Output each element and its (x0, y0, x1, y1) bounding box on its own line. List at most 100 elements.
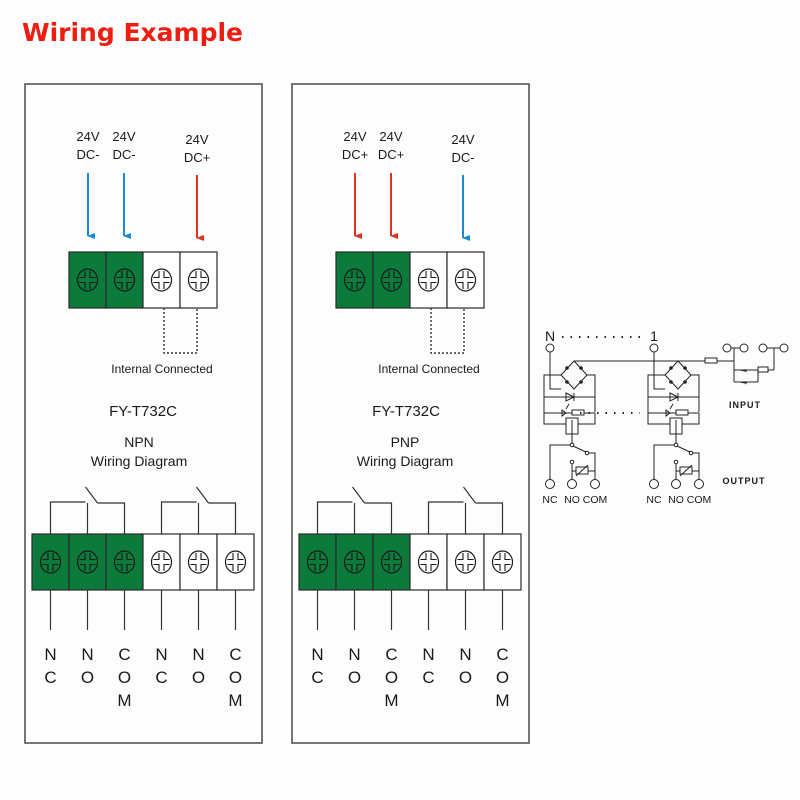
relay-contact-line (427, 501, 464, 545)
output-terminal (335, 533, 374, 591)
contact-point (688, 450, 694, 456)
wire (693, 452, 700, 480)
wire (572, 445, 587, 453)
output-terminal (179, 533, 218, 591)
output-terminal-label: M (228, 691, 242, 710)
output-contact-icon (694, 479, 704, 489)
screw-icon (150, 268, 173, 292)
output-terminal-label: O (385, 668, 398, 687)
output-terminal-label: O (229, 668, 242, 687)
input-terminal (142, 251, 181, 309)
diode-icon (669, 392, 680, 402)
screw-icon (150, 550, 173, 574)
screw-icon (343, 268, 366, 292)
output-terminal-label: C (118, 645, 130, 664)
channel-terminal-icon (545, 343, 555, 353)
input-terminal-icon (739, 343, 749, 353)
internal-connection-line (430, 308, 465, 354)
internal-connected-label: Internal Connected (111, 362, 212, 376)
wire (653, 352, 665, 390)
screw-icon (454, 268, 477, 292)
contact-label: NC (646, 494, 662, 506)
wire (578, 413, 596, 425)
relay-contact-line (364, 502, 393, 545)
wire (653, 444, 674, 480)
supply-label-line2: DC+ (342, 147, 368, 162)
supply-label-line2: DC+ (378, 147, 404, 162)
diode-mark (683, 380, 687, 384)
internal-connected-label: Internal Connected (378, 362, 479, 376)
led-icon: ⇥ (741, 368, 747, 375)
model-label: FY-T732C (109, 403, 177, 420)
relay-contact-line (196, 486, 209, 504)
diode-mark (669, 366, 673, 370)
screw-icon (454, 550, 477, 574)
output-terminal-label: C (311, 668, 323, 687)
output-terminal-label: C (385, 645, 397, 664)
input-terminal-icon (722, 343, 732, 353)
wire (647, 397, 673, 425)
relay-contact-line (49, 501, 86, 545)
input-terminal (335, 251, 374, 309)
output-contact-icon (590, 479, 600, 489)
resistor-icon (757, 366, 769, 373)
type-label: PNP (391, 434, 420, 450)
contact-label: NO (564, 494, 580, 506)
output-label: OUTPUT (723, 476, 766, 486)
output-terminal (31, 533, 70, 591)
contact-pivot (569, 442, 575, 448)
wire (682, 413, 700, 425)
resistor-icon (675, 409, 689, 416)
wire (549, 352, 561, 390)
output-terminal (105, 533, 144, 591)
output-terminal-label: N (44, 645, 56, 664)
bridge-rectifier-icon (664, 360, 692, 390)
led-icon (665, 403, 674, 417)
supply-label-line2: DC- (112, 147, 135, 162)
screw-icon (380, 550, 403, 574)
screw-icon (187, 550, 210, 574)
input-terminal (68, 251, 107, 309)
output-terminal-label: O (118, 668, 131, 687)
contact-pivot (673, 442, 679, 448)
output-terminal-label: O (81, 668, 94, 687)
diode-mark (683, 366, 687, 370)
input-terminal (372, 251, 411, 309)
diode-mark (565, 380, 569, 384)
pnp-panel: 24V DC+ 24V DC+ 24V DC- Internal Connect… (291, 83, 530, 744)
output-terminal-label: C (155, 668, 167, 687)
output-contact-icon (545, 479, 555, 489)
bridge-rectifier-icon (560, 360, 588, 390)
wire (549, 444, 570, 480)
diode-mark (579, 380, 583, 384)
contact-label: NC (542, 494, 558, 506)
input-terminal (446, 251, 485, 309)
relay-contact-line (85, 486, 98, 504)
screw-icon (76, 550, 99, 574)
output-terminal-label: M (117, 691, 131, 710)
output-terminal (298, 533, 337, 591)
output-terminal-label: M (384, 691, 398, 710)
screw-icon (417, 550, 440, 574)
varistor-slash (679, 464, 693, 477)
wire (647, 374, 665, 412)
screw-icon (224, 550, 247, 574)
contact-point (584, 450, 590, 456)
relay-contact-line (97, 502, 126, 545)
output-contact-icon (567, 479, 577, 489)
contact-label: COM (687, 494, 712, 506)
wire (676, 445, 691, 453)
resistor-icon (704, 357, 718, 364)
output-terminal-label: C (422, 668, 434, 687)
output-terminal (483, 533, 522, 591)
supply-label-line1: 24V (76, 129, 99, 144)
output-terminal (409, 533, 448, 591)
output-terminal-label: C (44, 668, 56, 687)
contact-label: NO (668, 494, 684, 506)
input-terminal-icon (758, 343, 768, 353)
contact-point (569, 459, 575, 465)
supply-label-line2: DC- (451, 150, 474, 165)
wire (691, 374, 700, 412)
led-icon (561, 403, 570, 417)
